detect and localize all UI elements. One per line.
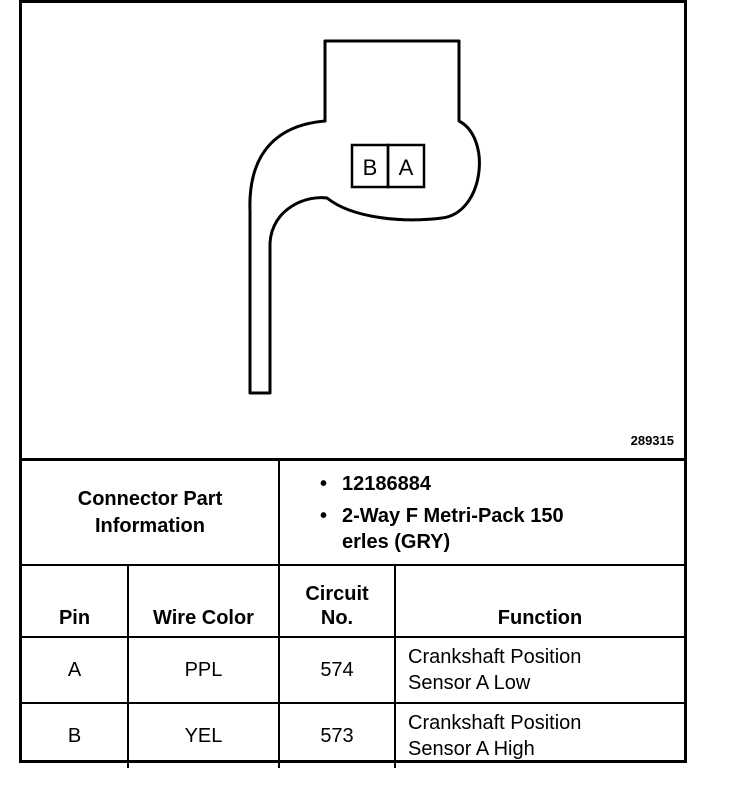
bullet: • xyxy=(320,473,328,495)
connector-sheet: B A 289315 Connector Part Information • … xyxy=(19,0,687,768)
part-number: 12186884 xyxy=(342,473,431,495)
part-description-line1: 2-Way F Metri-Pack 150 xyxy=(342,505,564,527)
wire-color-cell: PPL xyxy=(127,636,280,704)
wire-color-cell: YEL xyxy=(127,702,280,768)
connector-body-outline xyxy=(248,39,481,395)
circuit-header: Circuit No. xyxy=(278,564,396,638)
part-description-item: • 2-Way F Metri-Pack 150 erles (GRY) xyxy=(320,503,678,555)
wire-color-header: Wire Color xyxy=(127,564,280,638)
connector-part-label: Connector Part Information xyxy=(22,461,280,566)
circuit-cell: 574 xyxy=(278,636,396,704)
connector-info-row: Connector Part Information • 12186884 • … xyxy=(22,461,685,566)
figure-number: 289315 xyxy=(630,433,674,448)
connector-drawing: B A 289315 xyxy=(22,3,684,461)
function-line1: Crankshaft Position xyxy=(408,646,582,668)
table-row: A PPL 574 Crankshaft Position Sensor A L… xyxy=(22,636,685,704)
function-cell: Crankshaft Position Sensor A Low xyxy=(393,636,685,704)
connector-part-label-line2: Information xyxy=(95,514,205,537)
circuit-cell: 573 xyxy=(278,702,396,768)
cavity-a-label: A xyxy=(399,155,414,180)
table-row: B YEL 573 Crankshaft Position Sensor A H… xyxy=(22,702,685,768)
part-number-item: • 12186884 xyxy=(320,471,678,497)
function-line2: Sensor A Low xyxy=(408,672,531,694)
pin-header: Pin xyxy=(22,564,129,638)
part-description-line2: erles (GRY) xyxy=(342,531,451,553)
bullet: • xyxy=(320,505,328,527)
circuit-header-line1: Circuit xyxy=(305,583,369,605)
function-cell: Crankshaft Position Sensor A High xyxy=(393,702,685,768)
function-line1: Crankshaft Position xyxy=(408,712,582,734)
connector-part-details: • 12186884 • 2-Way F Metri-Pack 150 erle… xyxy=(277,461,685,566)
connector-part-label-line1: Connector Part xyxy=(77,487,223,510)
connector-outline-svg: B A xyxy=(248,39,481,395)
pin-cell: B xyxy=(22,702,129,768)
cavity-a-box xyxy=(386,143,426,189)
circuit-header-line2: No. xyxy=(320,607,354,629)
pin-cell: A xyxy=(22,636,129,704)
function-header: Function xyxy=(393,564,685,638)
cavity-b-label: B xyxy=(363,155,378,180)
connector-table: Connector Part Information • 12186884 • … xyxy=(22,461,685,768)
function-line2: Sensor A High xyxy=(408,738,535,760)
table-header-row: Pin Wire Color Circuit No. Function xyxy=(22,564,685,638)
